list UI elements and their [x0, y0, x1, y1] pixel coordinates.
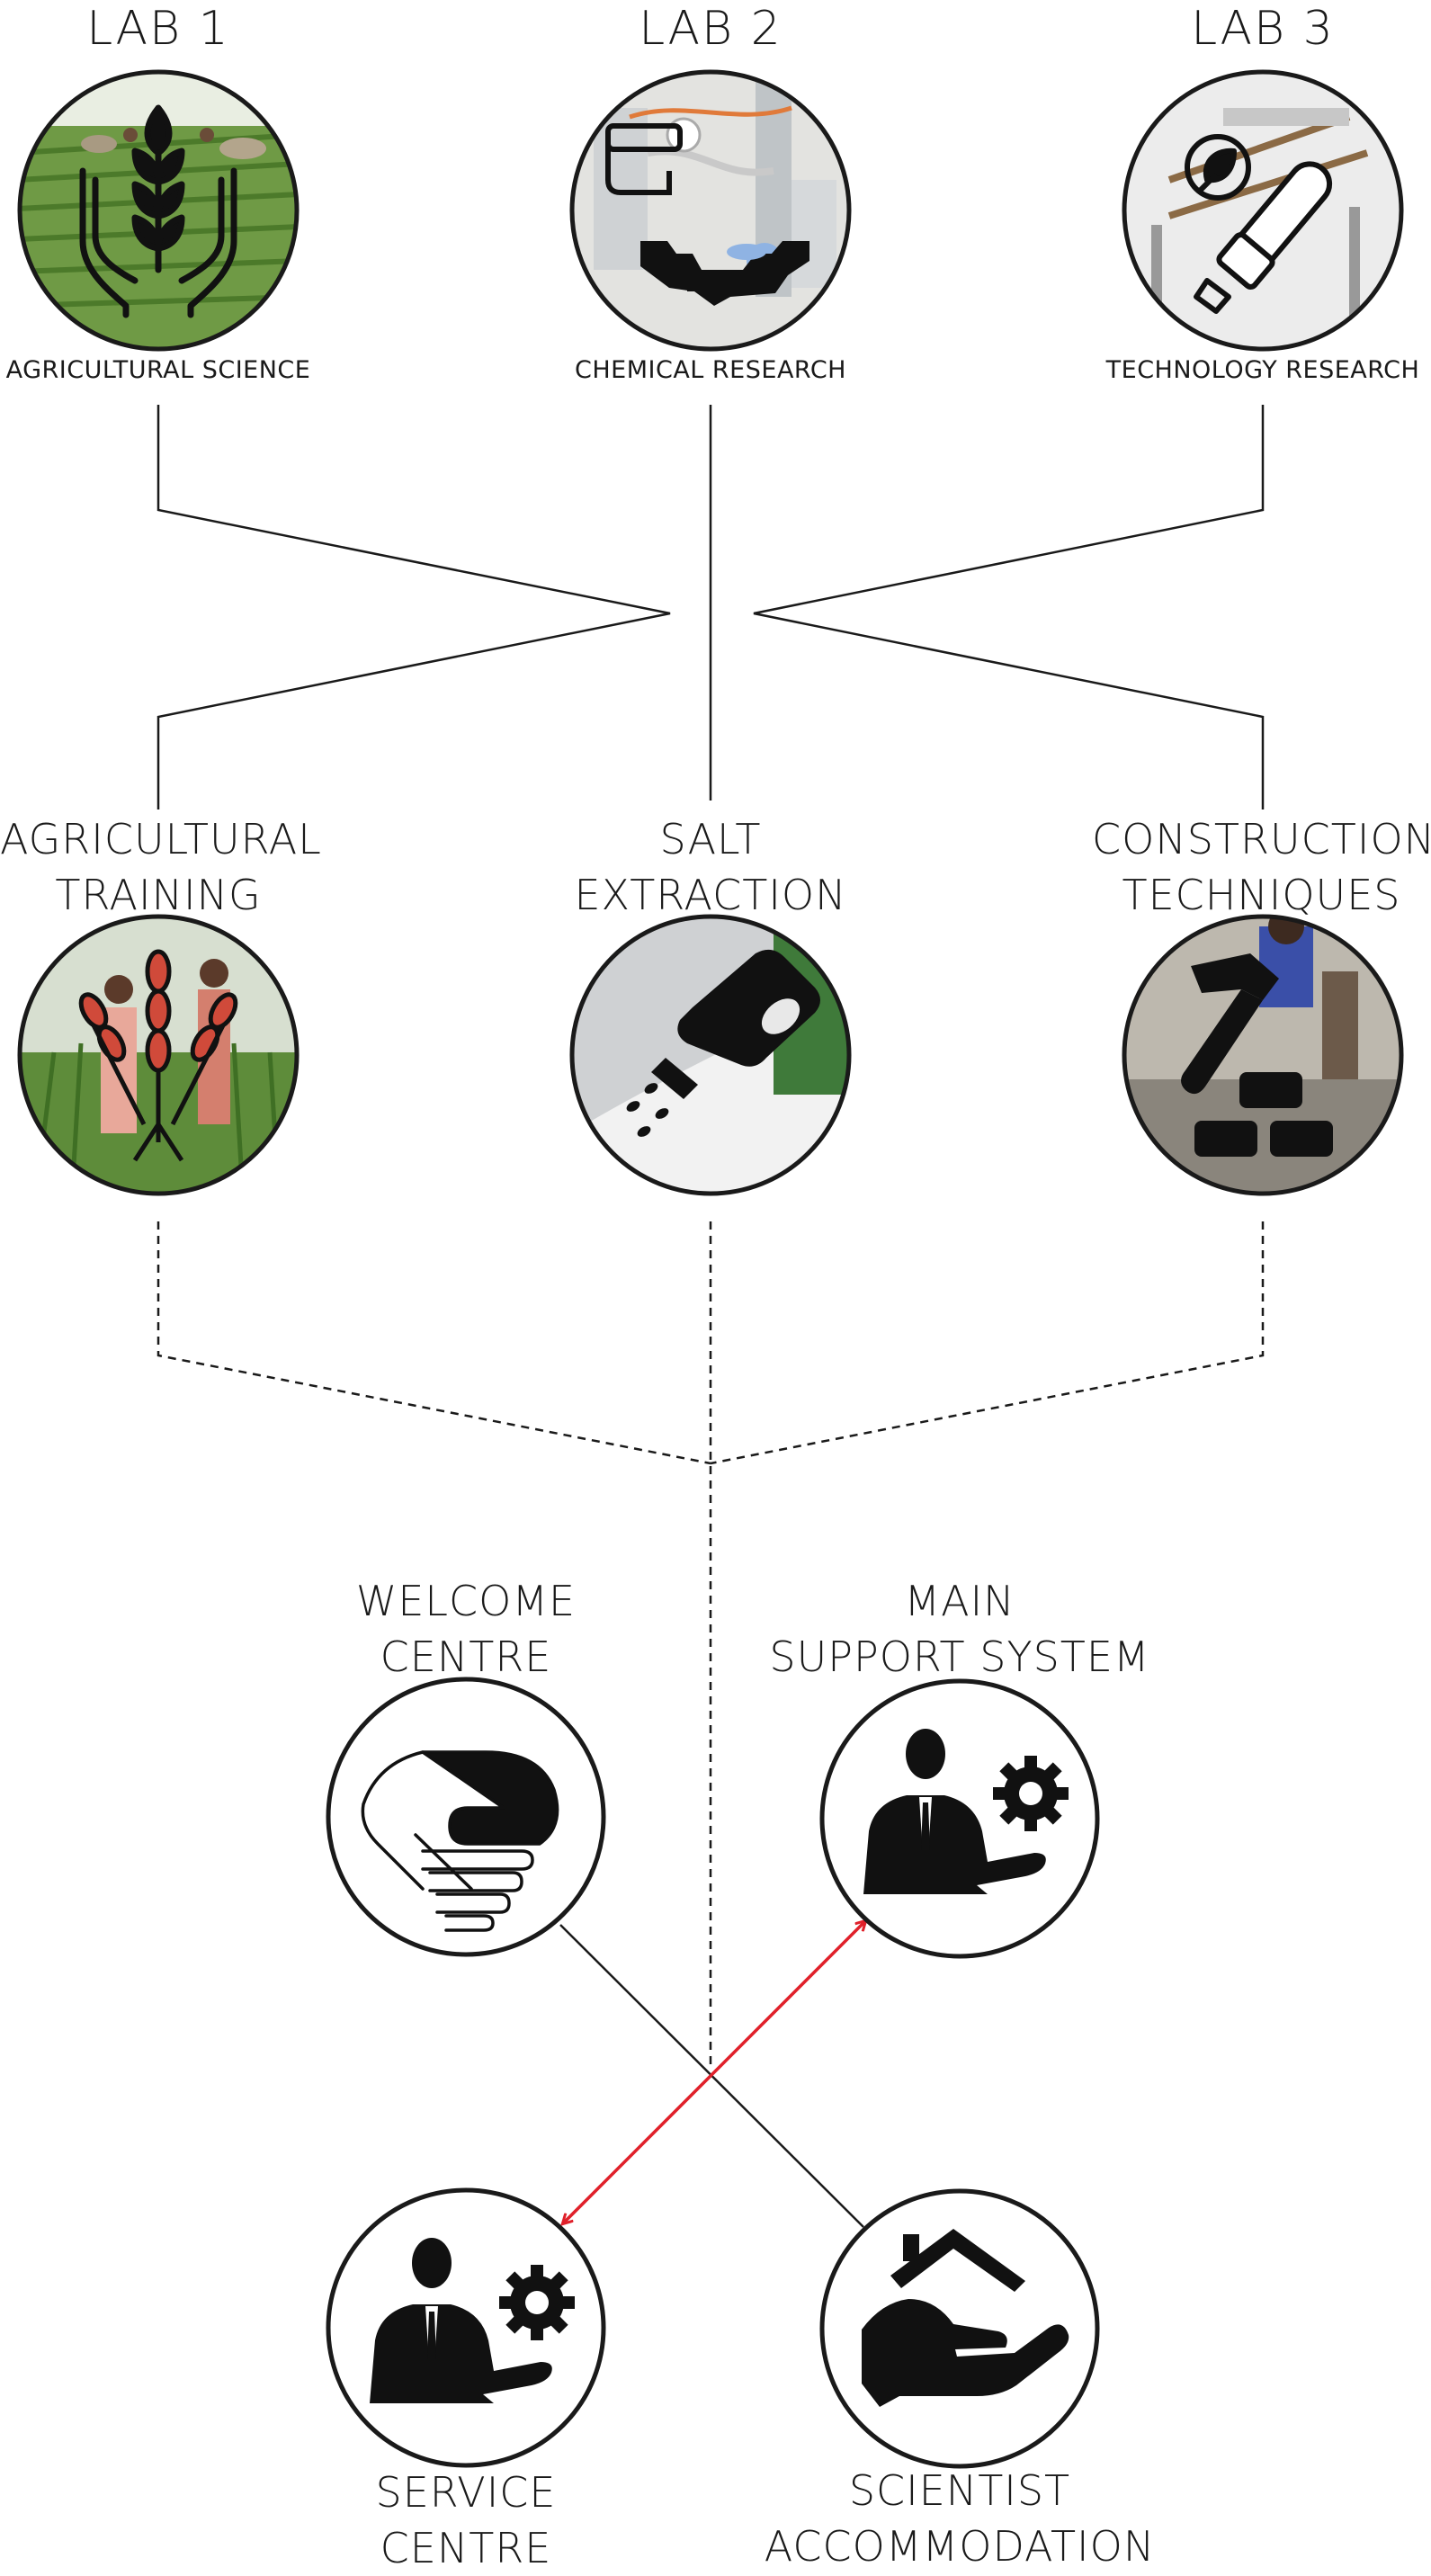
activity1-label-line1: AGRICULTURAL: [0, 815, 322, 863]
support-service-arrow: [709, 1921, 865, 2078]
welcome-label: WELCOME CENTRE: [304, 1573, 628, 1685]
accommodation-label-line2: ACCOMMODATION: [764, 2522, 1156, 2571]
welcome-node: [326, 1677, 606, 1957]
support-label-line1: MAIN: [904, 1577, 1015, 1625]
businessman-gear-icon: [370, 2238, 575, 2403]
lab1-title: LAB 1: [86, 2, 230, 56]
support-label: MAIN SUPPORT SYSTEM: [766, 1573, 1153, 1685]
lab3-frame: [1122, 69, 1404, 352]
eco-bulb-icon: [1185, 134, 1333, 314]
handshake-icon: [361, 1750, 559, 1932]
activity2-label: SALT EXTRACTION: [552, 811, 869, 923]
support-label-line2: SUPPORT SYSTEM: [769, 1632, 1150, 1681]
lab3-subtitle: TECHNOLOGY RESEARCH: [1105, 356, 1420, 384]
activity1-label-line2: TRAINING: [55, 871, 262, 919]
hammer-bricks-icon: [1181, 953, 1333, 1157]
accommodation-label-line1: SCIENTIST: [848, 2466, 1071, 2515]
activity2-frame: [569, 914, 852, 1196]
lab2-title: LAB 2: [639, 2, 783, 56]
connector-lab3-to-agricultural: [753, 405, 1265, 809]
activity2-label-line1: SALT: [659, 815, 762, 863]
service-label-line2: CENTRE: [380, 2524, 552, 2572]
lab3-node: [1122, 69, 1404, 352]
lab1-subtitle: AGRICULTURAL SCIENCE: [5, 356, 311, 384]
wheat-icon: [78, 949, 238, 1162]
lab2-frame: [569, 69, 852, 352]
welcome-label-line2: CENTRE: [380, 1632, 552, 1681]
lab3-title: LAB 3: [1191, 2, 1335, 56]
service-label-line1: SERVICE: [375, 2468, 557, 2517]
lab-connectors: [157, 405, 1265, 809]
support-service-arrow-back: [563, 2074, 712, 2223]
lab2-node: [569, 69, 852, 352]
lab-equipment-icon: [605, 123, 809, 306]
activity1-frame: [17, 914, 300, 1196]
activity3-frame: [1122, 914, 1404, 1196]
house-hand-icon: [862, 2229, 1069, 2407]
service-label: SERVICE CENTRE: [304, 2464, 628, 2576]
activity3-label-line2: TECHNIQUES: [1122, 871, 1401, 919]
accommodation-node: [819, 2188, 1100, 2469]
activity1-label: AGRICULTURAL TRAINING: [0, 811, 322, 923]
service-node: [326, 2187, 606, 2468]
activity3-label: CONSTRUCTION TECHNIQUES: [1092, 811, 1431, 923]
wheat-hands-icon: [79, 104, 237, 318]
activity2-label-line2: EXTRACTION: [574, 871, 847, 919]
activity2-node: [569, 914, 852, 1196]
lab2-subtitle: CHEMICAL RESEARCH: [575, 356, 846, 384]
lab1-frame: [17, 69, 300, 352]
salt-shaker-icon: [626, 949, 820, 1137]
lab1-node: [17, 69, 300, 352]
activity-connectors: [157, 1221, 1265, 2069]
connector-lab1-to-construction: [157, 405, 671, 809]
activity3-node: [1122, 914, 1404, 1196]
dashed-agricultural: [157, 1221, 711, 1465]
activity1-node: [17, 914, 300, 1196]
businessman-gear-icon: [863, 1729, 1069, 1894]
activity3-label-line1: CONSTRUCTION: [1092, 815, 1431, 863]
support-node: [819, 1678, 1100, 1959]
dashed-construction: [710, 1221, 1265, 1465]
accommodation-label: SCIENTIST ACCOMMODATION: [757, 2463, 1162, 2574]
welcome-label-line1: WELCOME: [355, 1577, 577, 1625]
